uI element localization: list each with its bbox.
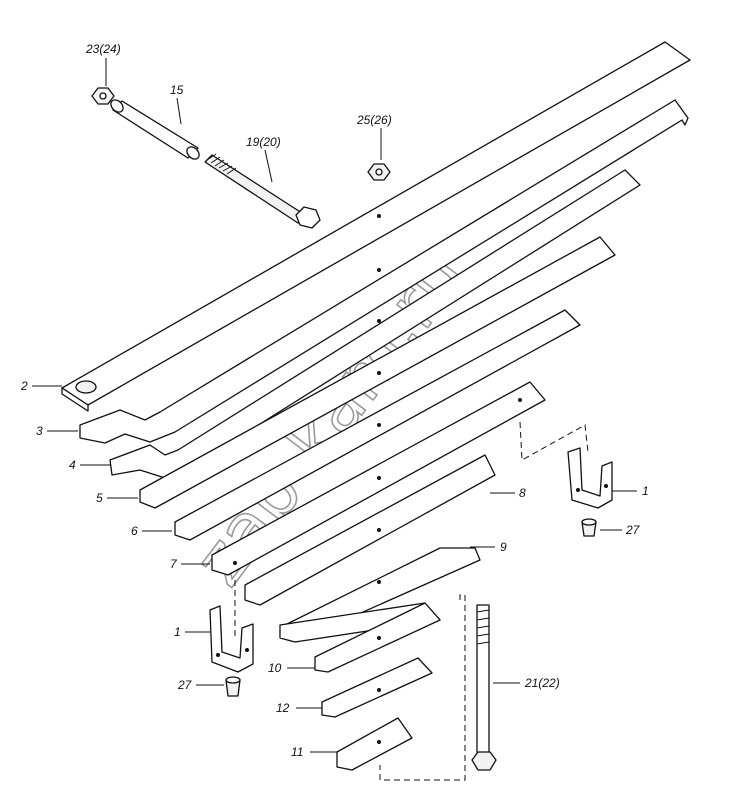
label-6: 6 — [131, 524, 138, 538]
label-25: 25(26) — [356, 113, 392, 127]
spring-leaf-6 — [174, 309, 581, 541]
label-5: 5 — [96, 491, 103, 505]
leader-lines — [32, 58, 637, 753]
label-10: 10 — [268, 661, 282, 675]
spring-leaf-4 — [109, 169, 641, 479]
rivet-27-left-icon — [225, 676, 241, 697]
spring-leaf-5 — [139, 236, 616, 509]
clamp-1-right — [567, 447, 613, 509]
spring-leaf-11 — [336, 717, 413, 771]
spring-leaf-3 — [79, 99, 689, 444]
clamp-1-left — [209, 605, 254, 673]
bolt-19-icon — [204, 153, 321, 229]
spring-leaf-12 — [321, 657, 433, 718]
label-19: 19(20) — [246, 135, 281, 149]
label-9: 9 — [500, 540, 507, 554]
label-3: 3 — [36, 424, 43, 438]
spring-leaf-2 — [61, 41, 691, 412]
assembly-lines — [234, 421, 589, 781]
rivet-27-right-icon — [581, 518, 597, 537]
sleeve-15 — [110, 99, 200, 160]
label-7: 7 — [170, 557, 178, 571]
label-27-right: 27 — [625, 523, 641, 537]
label-8: 8 — [519, 486, 526, 500]
spring-leaf-8 — [244, 454, 496, 606]
label-4: 4 — [69, 458, 76, 472]
label-21: 21(22) — [524, 676, 560, 690]
label-12: 12 — [276, 701, 290, 715]
center-bolt-21-icon — [471, 604, 497, 771]
label-23: 23(24) — [85, 42, 121, 56]
nut-25-icon — [367, 163, 391, 181]
label-2: 2 — [20, 379, 28, 393]
label-15: 15 — [170, 83, 184, 97]
label-11: 11 — [291, 745, 303, 759]
label-27-left: 27 — [177, 678, 193, 692]
label-1-right: 1 — [642, 484, 649, 498]
part-labels: 23(24) 15 19(20) 25(26) 2 3 4 5 6 7 8 9 … — [20, 42, 649, 759]
label-1-left: 1 — [174, 625, 181, 639]
nut-23-icon — [91, 87, 115, 105]
